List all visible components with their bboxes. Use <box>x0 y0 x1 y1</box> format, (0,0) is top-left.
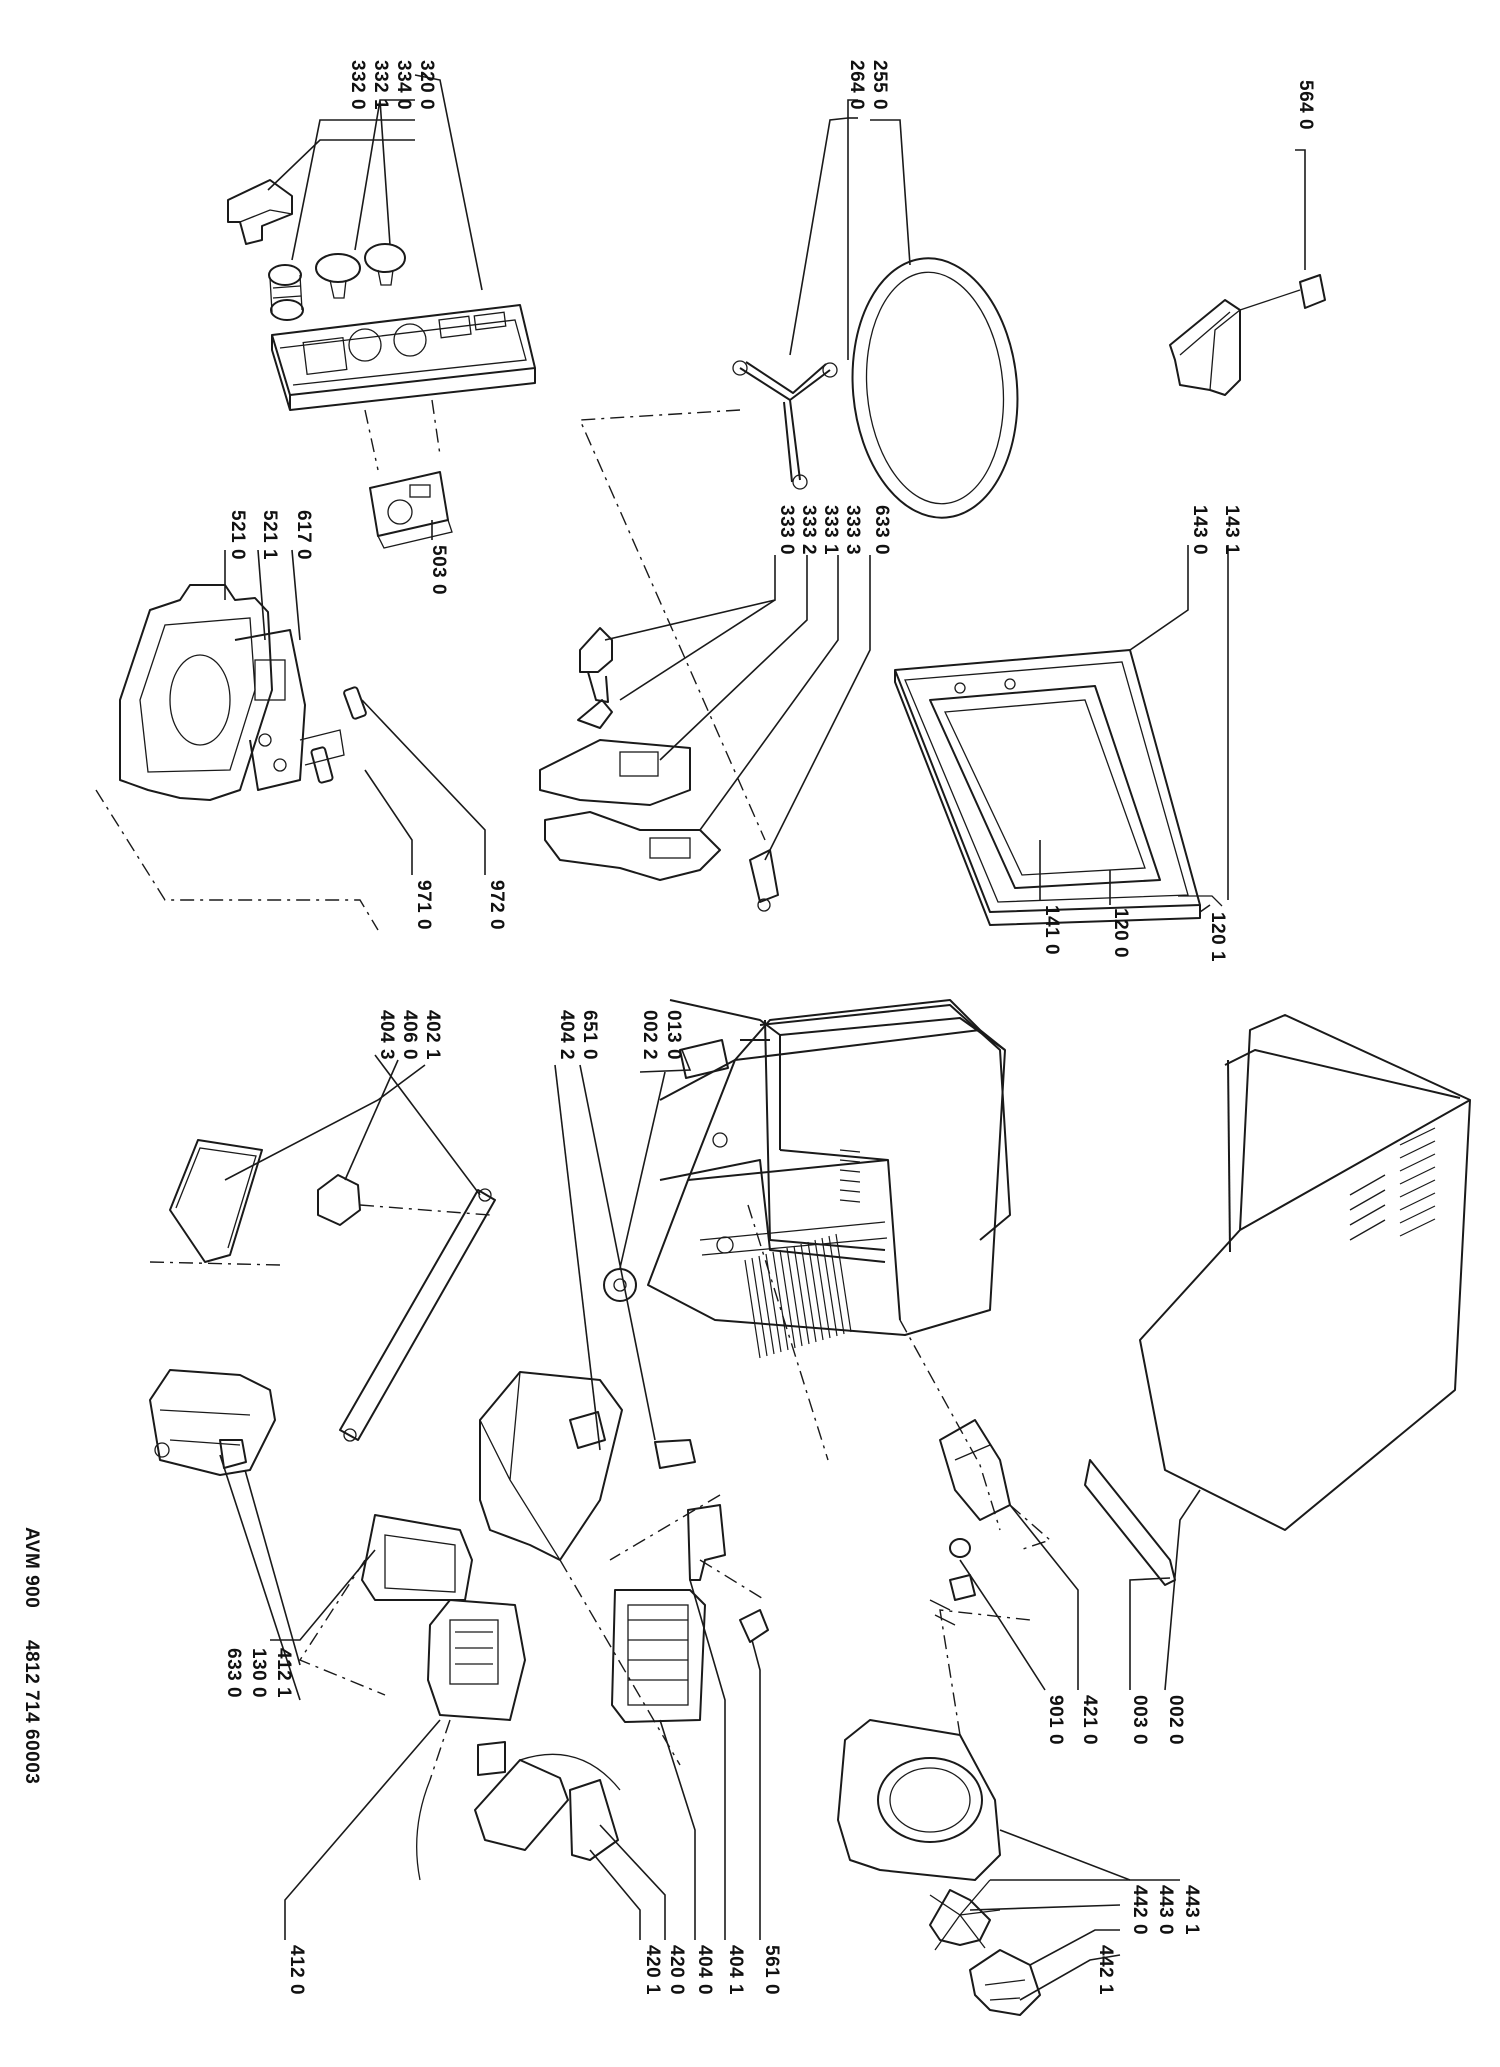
fan-assembly <box>837 1609 1041 2016</box>
magnetron-assembly <box>559 1494 769 1766</box>
callout-901-0: 901 0 <box>1045 1695 1066 1745</box>
catalog-number-label: 4812 714 60003 <box>21 1640 42 1784</box>
callout-013-0: 013 0 <box>663 1010 684 1060</box>
callout-651-0: 651 0 <box>579 1010 600 1060</box>
callout-442-1: 442 1 <box>1095 1945 1116 1995</box>
callout-406-0: 406 0 <box>399 1010 420 1060</box>
callout-443-0: 443 0 <box>1155 1885 1176 1935</box>
callout-141-0: 141 0 <box>1041 905 1062 955</box>
callout-130-0: 130 0 <box>248 1648 269 1698</box>
callout-320-0: 320 0 <box>416 60 437 110</box>
oven-cavity <box>647 999 1011 1531</box>
interlock-bracket-assembly <box>95 584 379 931</box>
callout-421-0: 421 0 <box>1079 1695 1100 1745</box>
cavity-vent-slots <box>744 1149 861 1359</box>
callout-002-2: 002 2 <box>639 1010 660 1060</box>
callout-561-0: 561 0 <box>761 1945 782 1995</box>
callout-971-0: 971 0 <box>413 880 434 930</box>
callout-143-1: 143 1 <box>1221 505 1242 555</box>
callout-633-0-upper: 633 0 <box>871 505 892 555</box>
callout-332-1: 332 1 <box>370 60 391 110</box>
waveguide-motor-cover <box>149 1139 496 1442</box>
callout-333-2: 333 2 <box>798 505 819 555</box>
leader-lines <box>219 74 1306 2001</box>
callout-420-1: 420 1 <box>642 1945 663 1995</box>
callout-402-1: 402 1 <box>422 1010 443 1060</box>
control-panel-assembly <box>227 179 536 549</box>
outer-cabinet <box>1084 1014 1471 1586</box>
callout-332-0: 332 0 <box>347 60 368 110</box>
bracket-and-switch-lower <box>149 1369 473 1601</box>
drawing-identifier: AVM 900 4812 714 60003 <box>21 1527 42 1784</box>
callout-002-0: 002 0 <box>1165 1695 1186 1745</box>
callout-255-0: 255 0 <box>869 60 890 110</box>
callout-617-0: 617 0 <box>293 510 314 560</box>
callout-404-2: 404 2 <box>556 1010 577 1060</box>
callout-labels: 320 0 334 0 332 1 332 0 255 0 264 0 564 … <box>223 60 1316 1995</box>
transformer-capacitor <box>298 1559 621 1881</box>
callout-333-1: 333 1 <box>820 505 841 555</box>
small-parts-cavity <box>603 1039 729 1302</box>
callout-003-0: 003 0 <box>1129 1695 1150 1745</box>
callout-521-0: 521 0 <box>227 510 248 560</box>
model-label: AVM 900 <box>21 1527 42 1608</box>
callout-443-1: 443 1 <box>1181 1885 1202 1935</box>
callout-334-0: 334 0 <box>393 60 414 110</box>
callout-120-0: 120 0 <box>1110 908 1131 958</box>
interlock-levers <box>539 627 779 912</box>
door-assembly <box>894 649 1223 926</box>
turntable-assembly <box>578 257 1019 841</box>
thermal-and-capacitor <box>929 1419 1052 1626</box>
callout-564-0: 564 0 <box>1295 80 1316 130</box>
callout-120-1: 120 1 <box>1207 912 1228 962</box>
callout-412-1: 412 1 <box>273 1648 294 1698</box>
callout-143-0: 143 0 <box>1189 505 1210 555</box>
bracket-564 <box>1169 274 1326 396</box>
callout-633-0-lower: 633 0 <box>223 1648 244 1698</box>
callout-264-0: 264 0 <box>846 60 867 110</box>
callout-404-1: 404 1 <box>725 1945 746 1995</box>
callout-503-0: 503 0 <box>428 545 449 595</box>
callout-420-0: 420 0 <box>666 1945 687 1995</box>
callout-404-3: 404 3 <box>376 1010 397 1060</box>
callout-333-0: 333 0 <box>776 505 797 555</box>
callout-404-0: 404 0 <box>694 1945 715 1995</box>
callout-521-1: 521 1 <box>259 510 280 560</box>
callout-442-0: 442 0 <box>1129 1885 1150 1935</box>
callout-972-0: 972 0 <box>486 880 507 930</box>
callout-333-3: 333 3 <box>842 505 863 555</box>
waveguide-box <box>479 1371 696 1561</box>
callout-412-0: 412 0 <box>286 1945 307 1995</box>
